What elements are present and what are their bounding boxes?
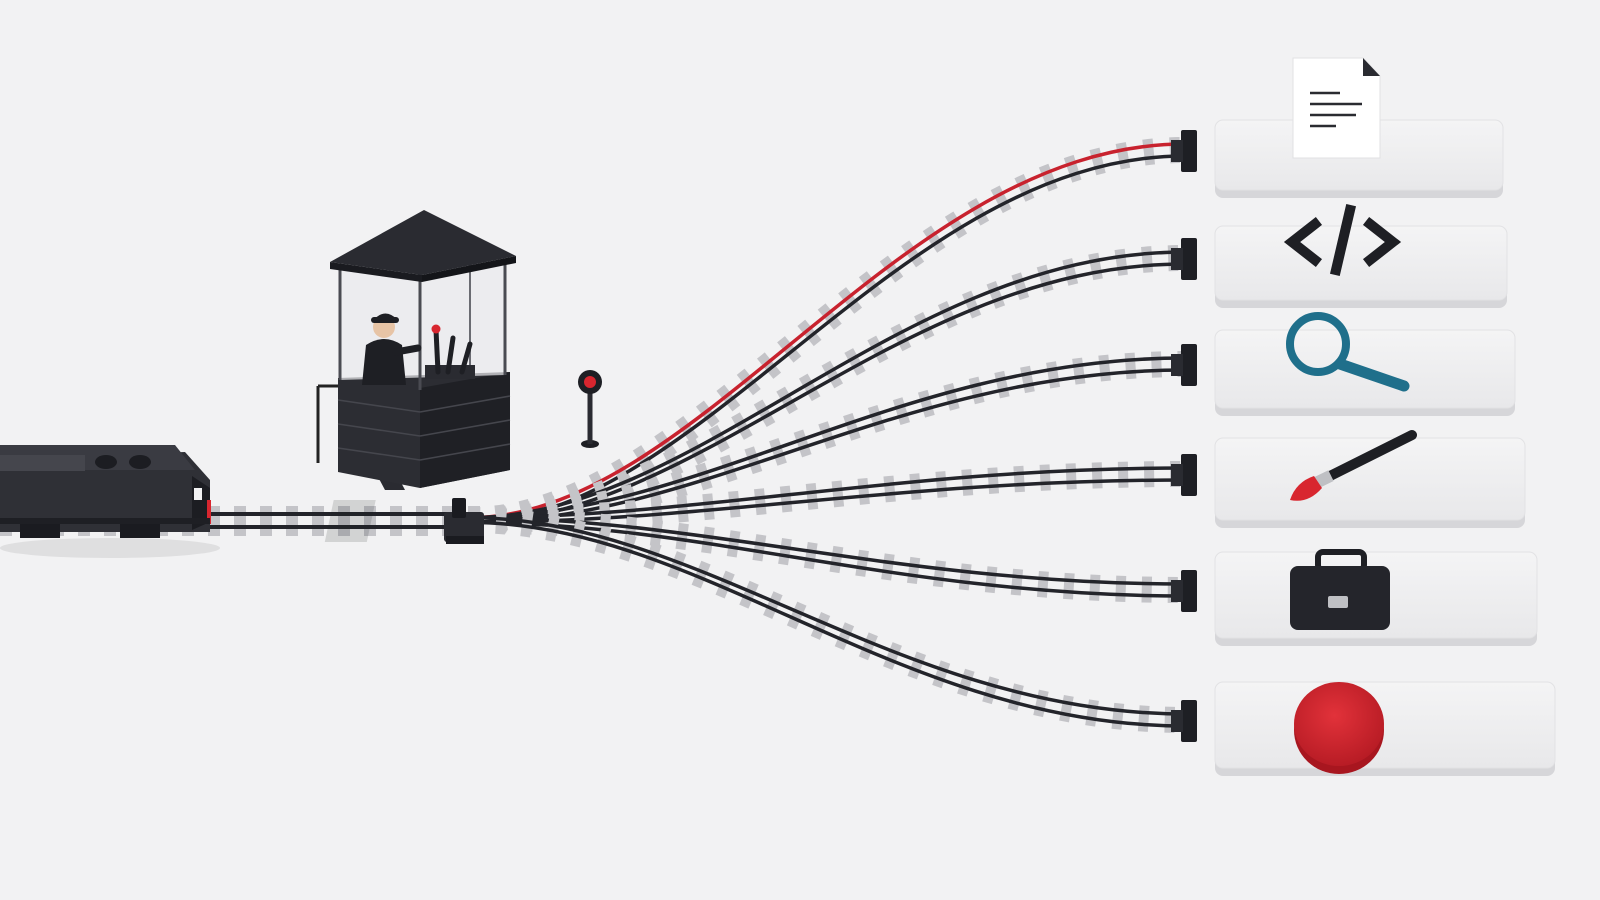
buffer-stop-briefcase: [1171, 570, 1197, 612]
sleeper: [234, 506, 246, 536]
buffer-stop-stop: [1171, 700, 1197, 742]
signal-light-red: [584, 376, 596, 388]
branch-track-stop: [469, 507, 1197, 742]
platform-stop: [1214, 681, 1556, 776]
buffer-stop-paint: [1171, 454, 1197, 496]
sleeper: [312, 506, 324, 536]
code-icon: [1283, 203, 1402, 277]
signal-post: [578, 370, 602, 448]
platform-code: [1214, 225, 1508, 308]
sleeper: [416, 506, 428, 536]
junction-switch[interactable]: [324, 498, 484, 544]
search-icon: [1286, 312, 1410, 392]
sleeper: [390, 506, 402, 536]
document-icon: [1292, 57, 1381, 159]
paintbrush-icon: [1290, 430, 1417, 501]
branch-track-document: [469, 130, 1197, 533]
locomotive: [0, 445, 220, 558]
sleeper: [286, 506, 298, 536]
switch-operator: [362, 313, 422, 385]
buffer-stop-code: [1171, 238, 1197, 280]
sleeper: [260, 506, 272, 536]
briefcase-icon: [1290, 549, 1390, 630]
switch-levers: [425, 324, 475, 379]
buffer-stop-search: [1171, 344, 1197, 386]
branch-track-briefcase: [469, 507, 1197, 612]
buffer-stop-document: [1171, 130, 1197, 172]
track-network: [0, 130, 1197, 742]
stop-button-icon: [1294, 682, 1384, 774]
signal-cabin: [316, 210, 516, 490]
